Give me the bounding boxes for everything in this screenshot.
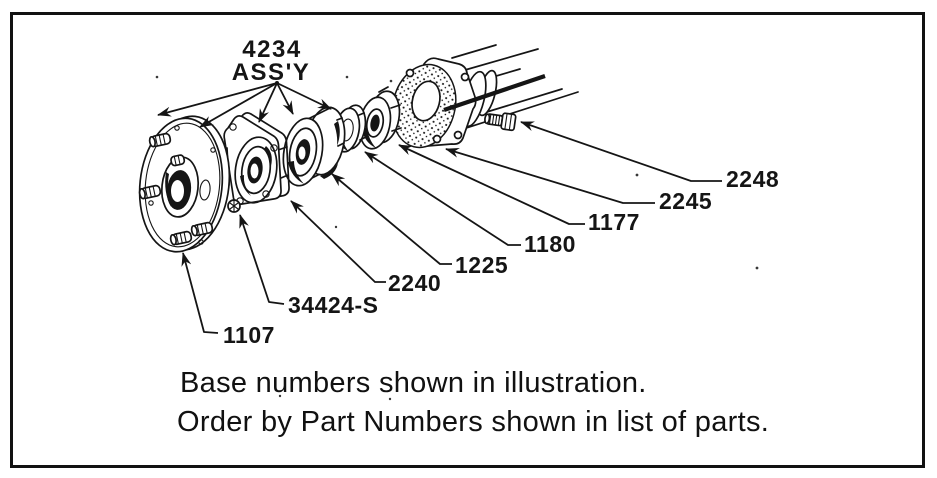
part-label-1225: 1225 — [455, 252, 508, 278]
part-label-34424s: 34424-S — [288, 292, 378, 318]
wheel-stud — [169, 230, 193, 246]
part-label-1107: 1107 — [223, 322, 275, 348]
retainer-plate-illustration — [223, 112, 290, 205]
leader-1225 — [331, 173, 452, 265]
part-label-2248: 2248 — [726, 166, 779, 192]
wheel-stud — [170, 154, 186, 167]
leader-lines — [181, 121, 722, 334]
part-labels: 4234 ASS'Y 2248 2245 1177 1180 1225 2240… — [223, 36, 779, 348]
seal-ring-illustration — [358, 86, 401, 150]
part-label-1177: 1177 — [588, 209, 640, 235]
wheel-stud — [148, 132, 172, 148]
wheel-stud — [138, 184, 162, 200]
assembly-number-label: 4234 — [242, 36, 301, 63]
leader-2248 — [520, 121, 722, 182]
leader-2240 — [290, 200, 386, 283]
axle-shaft-stripe — [443, 74, 546, 112]
leader-2245 — [445, 148, 655, 204]
assembly-qualifier-label: ASS'Y — [232, 59, 311, 86]
gasket-illustration — [391, 63, 457, 149]
leader-34424s — [239, 214, 285, 305]
footer-note: Base numbers shown in illustration. Orde… — [177, 367, 769, 438]
leader-1107 — [181, 252, 219, 334]
assembly-callout-arrows — [157, 81, 332, 128]
hub-illustration — [138, 115, 231, 253]
bolt-illustration — [484, 112, 517, 132]
small-bolt-illustration — [227, 199, 241, 213]
flange-bolt-hole — [453, 130, 463, 140]
photocopy-specks — [155, 75, 759, 401]
note-line-1: Base numbers shown in illustration. — [180, 367, 647, 399]
frame-border — [10, 12, 925, 468]
part-label-2245: 2245 — [659, 188, 712, 214]
part-label-2240: 2240 — [388, 270, 441, 296]
wheel-stud — [190, 221, 214, 237]
leader-1180 — [364, 151, 521, 246]
flange-bolt-hole — [460, 72, 470, 82]
bearing-illustration — [282, 106, 346, 187]
note-line-2: Order by Part Numbers shown in list of p… — [177, 406, 769, 438]
part-label-1180: 1180 — [524, 231, 576, 257]
leader-1177 — [398, 144, 585, 225]
